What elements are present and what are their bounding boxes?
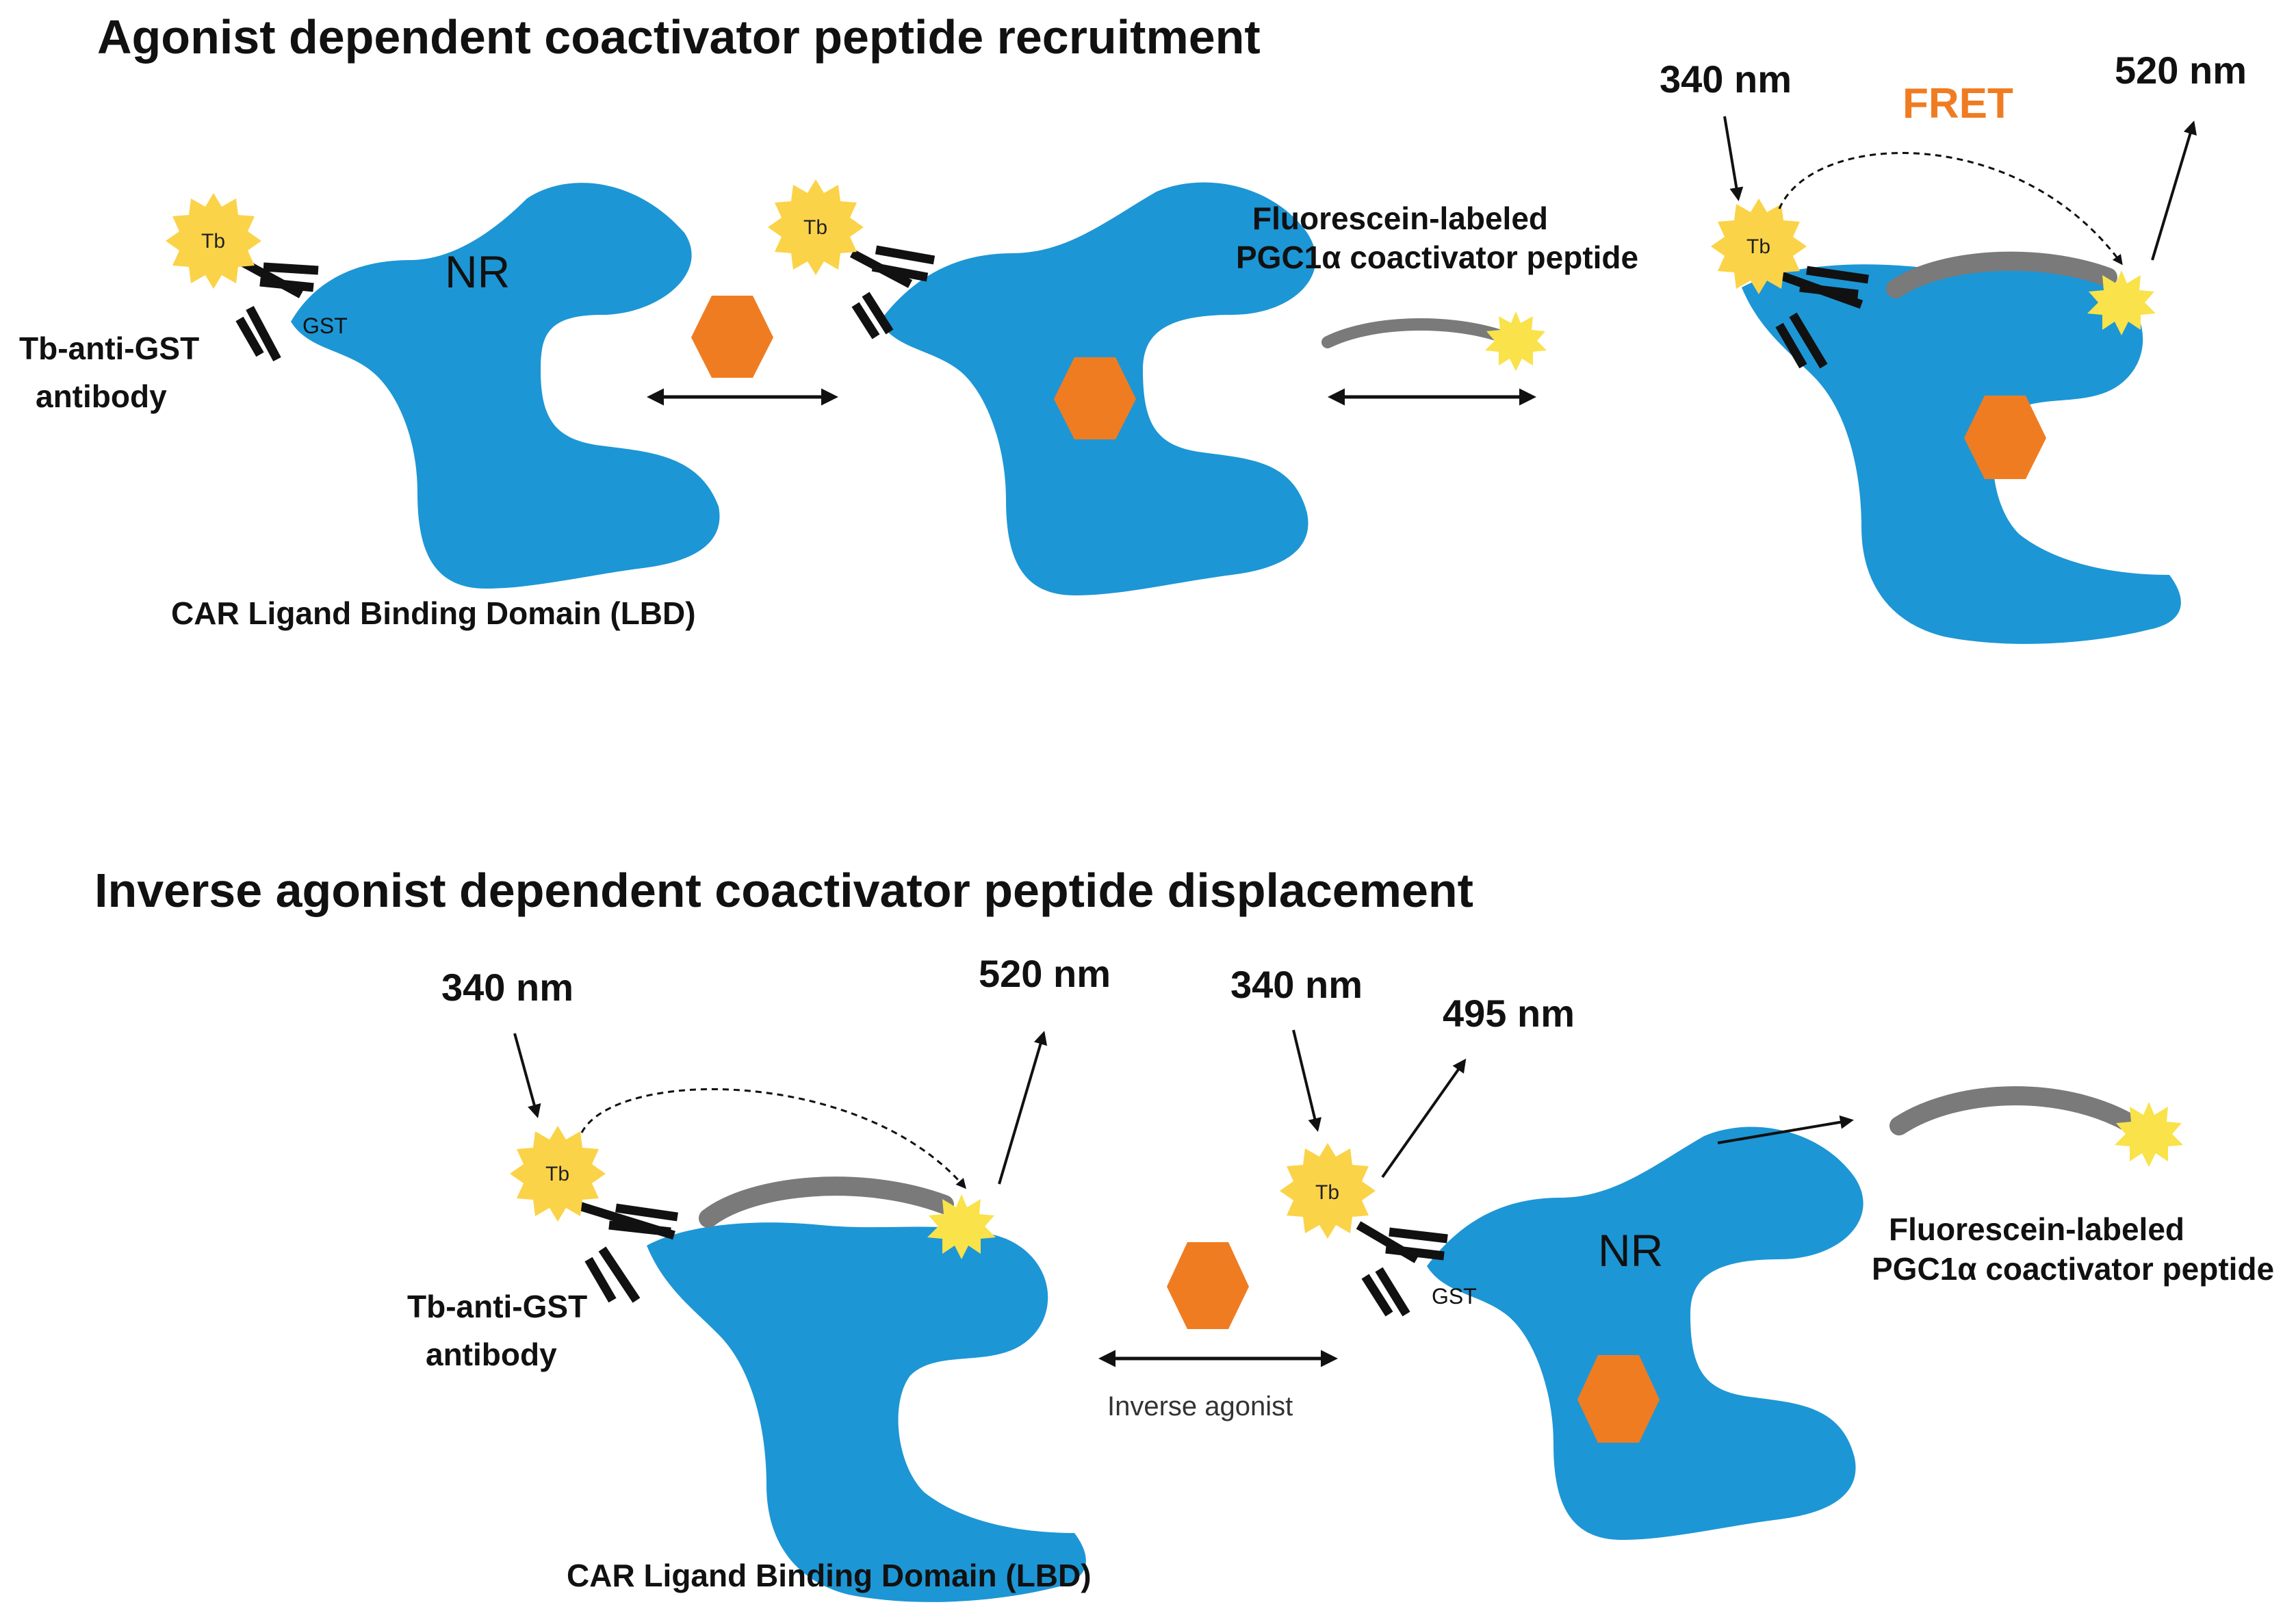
- peptide-label-line2: PGC1α coactivator peptide: [1872, 1251, 2274, 1287]
- emission-arrow: [998, 1031, 1048, 1185]
- peptide-arc-icon: [1889, 1086, 2138, 1135]
- peptide-arc-icon: [1886, 251, 2117, 298]
- bottom-receptor-2: NR GST Tb 340 nm 495 nm: [1230, 963, 1863, 1540]
- emission-label: 520 nm: [2115, 49, 2247, 92]
- excitation-label: 340 nm: [1660, 57, 1792, 101]
- fluorescein-icon: [2087, 270, 2156, 335]
- antibody-icon: [1356, 1221, 1448, 1317]
- tb-label: Tb: [1315, 1181, 1339, 1204]
- tb-label: Tb: [201, 230, 225, 253]
- antibody-icon: [233, 255, 319, 362]
- emission-arrow: [2151, 120, 2197, 261]
- emission-label: 495 nm: [1443, 992, 1575, 1035]
- inverse-agonist-label: Inverse agonist: [1107, 1391, 1293, 1421]
- antibody-label-line2: antibody: [36, 378, 167, 414]
- bottom-panel-title: Inverse agonist dependent coactivator pe…: [94, 864, 1473, 917]
- gst-label: GST: [302, 313, 348, 338]
- receptor-shape: [1427, 1127, 1863, 1540]
- antibody-label-line1: Tb-anti-GST: [407, 1289, 587, 1324]
- terbium-icon: Tb: [1280, 1143, 1376, 1239]
- tb-label: Tb: [545, 1163, 569, 1185]
- peptide-arc-icon: [699, 1176, 954, 1228]
- terbium-icon: Tb: [510, 1126, 606, 1222]
- terbium-icon: Tb: [768, 179, 864, 275]
- top-panel: Agonist dependent coactivator peptide re…: [19, 10, 2247, 644]
- antibody-label-line1: Tb-anti-GST: [19, 331, 199, 366]
- terbium-icon: Tb: [1711, 198, 1807, 294]
- antibody-label-line2: antibody: [426, 1337, 557, 1372]
- peptide-label-line1: Fluorescein-labeled: [1252, 201, 1548, 236]
- excitation-arrow: [513, 1033, 541, 1118]
- excitation-arrow: [1292, 1029, 1321, 1132]
- excitation-arrow: [1723, 116, 1744, 201]
- receptor-shape: [647, 1222, 1086, 1602]
- fluorescein-icon: [2115, 1102, 2183, 1167]
- ligand-hexagon-icon: [1964, 396, 2046, 479]
- antibody-icon: [573, 1200, 678, 1303]
- antibody-icon: [849, 245, 936, 339]
- fret-energy-arrow: [1778, 152, 2123, 266]
- displaced-peptide: Fluorescein-labeled PGC1α coactivator pe…: [1872, 1086, 2274, 1287]
- inverse-agonist-hexagon-icon: [1167, 1242, 1249, 1329]
- bottom-receptor-1: Tb 340 nm 520 nm Tb-anti-GST antibody CA…: [407, 952, 1111, 1602]
- peptide-label-line2: PGC1α coactivator peptide: [1236, 240, 1638, 275]
- nr-label: NR: [445, 246, 510, 297]
- gst-label: GST: [1432, 1284, 1477, 1309]
- lbd-label: CAR Ligand Binding Domain (LBD): [567, 1558, 1092, 1593]
- tb-label: Tb: [1746, 235, 1770, 258]
- lbd-label: CAR Ligand Binding Domain (LBD): [171, 595, 696, 631]
- fret-energy-arrow: [580, 1088, 966, 1189]
- top-receptor-3: Tb 340 nm 520 nm FRET: [1660, 49, 2247, 644]
- emission-label: 520 nm: [979, 952, 1111, 995]
- top-receptor-1: NR GST Tb Tb-anti-GST antibody CAR Ligan…: [19, 183, 720, 631]
- ligand-hexagon-icon: [1577, 1355, 1660, 1443]
- top-receptor-2: Tb: [768, 179, 1316, 595]
- receptor-shape: [291, 183, 720, 589]
- ligand-hexagon-icon: [691, 296, 773, 378]
- displacement-arrow: [1717, 1115, 1854, 1144]
- peptide-arc-icon: [1321, 318, 1505, 348]
- excitation-label: 340 nm: [1230, 963, 1363, 1006]
- tb-label: Tb: [803, 216, 827, 239]
- peptide-label-line1: Fluorescein-labeled: [1889, 1211, 2184, 1247]
- free-peptide: Fluorescein-labeled PGC1α coactivator pe…: [1236, 201, 1638, 371]
- antibody-icon: [1774, 266, 1869, 369]
- emission-arrow: [1381, 1058, 1467, 1179]
- excitation-label: 340 nm: [441, 966, 573, 1009]
- fret-label: FRET: [1902, 80, 2013, 127]
- bottom-panel: Inverse agonist dependent coactivator pe…: [94, 864, 2274, 1602]
- terbium-icon: Tb: [166, 193, 261, 289]
- nr-label: NR: [1598, 1225, 1663, 1276]
- top-panel-title: Agonist dependent coactivator peptide re…: [97, 10, 1261, 64]
- fluorescein-icon: [927, 1194, 996, 1259]
- fluorescein-icon: [1485, 311, 1547, 371]
- ligand-hexagon-icon: [1054, 357, 1136, 439]
